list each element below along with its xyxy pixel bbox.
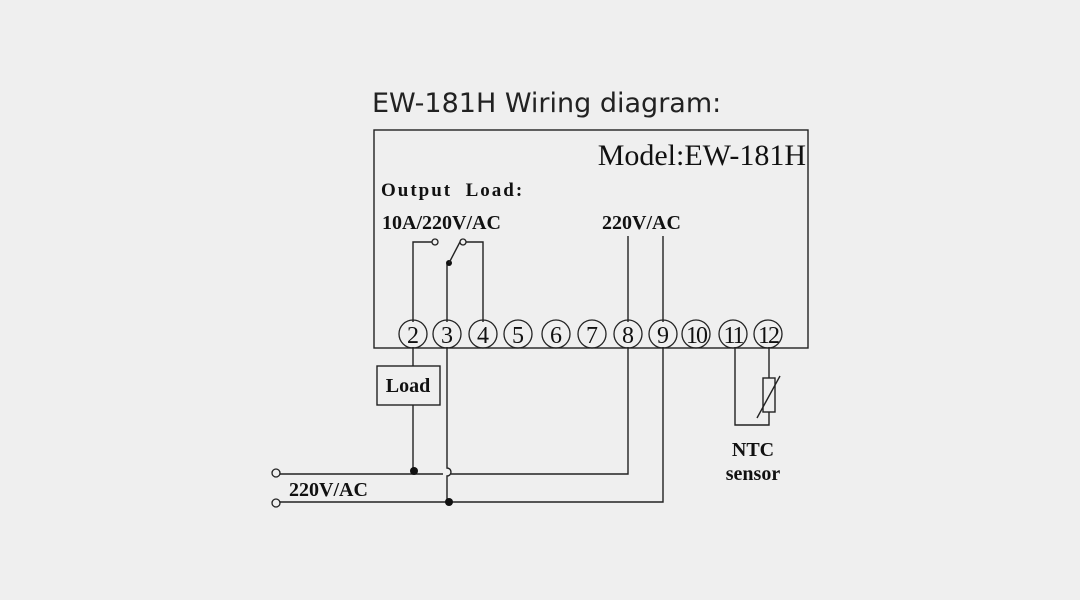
ntc-label-line2: sensor (726, 463, 781, 485)
terminal-circle (468, 319, 498, 349)
terminal-circle (577, 319, 607, 349)
terminal-number: 6 (550, 323, 562, 349)
relay-no-contact (459, 238, 467, 246)
junction-node-bottom (445, 498, 453, 506)
terminal-6: 6 (541, 319, 571, 349)
load-box (376, 365, 441, 406)
terminal-circle (503, 319, 533, 349)
output-load-label: Output Load: (381, 180, 524, 201)
mains-terminal-bottom (271, 498, 281, 508)
terminal-number: 7 (586, 323, 598, 349)
terminal-number: 2 (407, 323, 419, 349)
relay-contacts (412, 238, 484, 322)
relay-switch-arm (448, 239, 462, 264)
terminal-number: 9 (657, 323, 669, 349)
terminal-5: 5 (503, 319, 533, 349)
terminal-number: 12 (758, 323, 779, 349)
terminal-number: 4 (477, 323, 489, 349)
junction-node-top (410, 467, 418, 475)
load-label: Load (386, 375, 430, 397)
supply-rating-label: 220V/AC (602, 212, 681, 234)
terminal-number: 11 (723, 323, 743, 349)
terminal-circle (718, 319, 748, 349)
thermistor-slash (756, 375, 781, 419)
terminal-number: 8 (622, 323, 634, 349)
terminal-number: 3 (441, 323, 453, 349)
relay-no-wire (466, 241, 484, 322)
ntc-label-line1: NTC (732, 439, 774, 461)
terminal-11: 11 (718, 319, 748, 349)
terminal-2: 2 (398, 319, 428, 349)
terminal-number: 5 (512, 323, 524, 349)
mains-terminal-top (271, 468, 281, 478)
terminal-circle (753, 319, 783, 349)
thermistor-body (762, 377, 776, 413)
terminal-8: 8 (613, 319, 643, 349)
terminal-3: 3 (432, 319, 462, 349)
ntc-sensor-wire-left (734, 347, 770, 426)
terminal-12: 12 (753, 319, 783, 349)
terminal-3-down-wire (446, 347, 452, 502)
model-label: Model:EW-181H (598, 139, 806, 172)
terminal-circle (541, 319, 571, 349)
relay-nc-wire (412, 241, 432, 322)
mains-line-bottom (279, 347, 664, 503)
output-rating-label: 10A/220V/AC (382, 212, 501, 234)
diagram-heading: EW-181H Wiring diagram: (372, 88, 721, 119)
terminal-circle (681, 319, 711, 349)
terminal-7: 7 (577, 319, 607, 349)
mains-label: 220V/AC (289, 479, 368, 501)
terminal-number: 10 (686, 323, 708, 349)
mains-line-top (279, 347, 629, 475)
terminal-4: 4 (468, 319, 498, 349)
terminal-10: 10 (681, 319, 711, 349)
relay-nc-contact (431, 238, 439, 246)
terminal-9: 9 (648, 319, 678, 349)
ntc-sensor (734, 347, 781, 426)
